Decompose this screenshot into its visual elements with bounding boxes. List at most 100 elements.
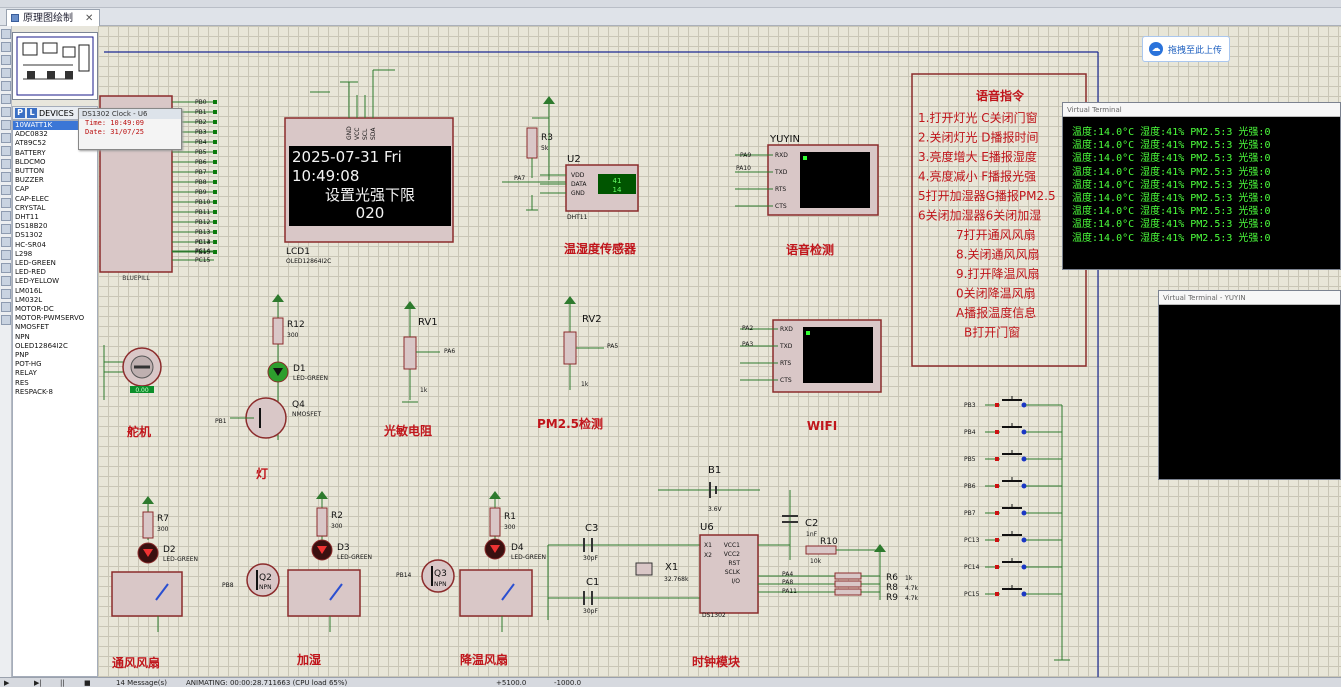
pin-tool-icon[interactable]	[1, 133, 11, 143]
bus-tool-icon[interactable]	[1, 94, 11, 104]
step-icon[interactable]: ▶|	[34, 679, 42, 687]
device-list-item[interactable]: LED-GREEN	[15, 259, 56, 268]
circle-tool-icon[interactable]	[1, 237, 11, 247]
device-list-item[interactable]: NMOSFET	[15, 323, 49, 332]
overview-preview[interactable]	[12, 32, 98, 100]
device-list-item[interactable]: DS18B20	[15, 222, 48, 231]
voice-command-row: A播报温度信息	[956, 305, 1036, 320]
pick-button[interactable]: P	[15, 108, 25, 118]
u6-pin-label: RST	[728, 560, 740, 567]
mcu-pin-label: PB8	[195, 179, 207, 186]
document-tab-row: 原理图绘制 ✕	[0, 8, 1341, 26]
oled-display[interactable]: 2025-07-31 Fri 10:49:08 设置光强下限 020 LCD1 …	[284, 69, 454, 265]
ldr-block[interactable]: RV1 1k PA6 光敏电阻	[383, 301, 455, 438]
terminal-line: 温度:14.0°C 湿度:41% PM2.5:3 光强:0	[1072, 206, 1271, 218]
tape-tool-icon[interactable]	[1, 159, 11, 169]
mcu-pin-label: PB11	[195, 209, 211, 216]
messages-count[interactable]: 14 Message(s)	[116, 679, 167, 687]
oled-line3: 设置光强下限	[325, 186, 415, 204]
device-list-item[interactable]: LED-YELLOW	[15, 277, 60, 286]
mcu-pin-label: PB10	[195, 199, 211, 206]
r3-label: R3	[541, 133, 553, 143]
device-list-item[interactable]: BLDCMO	[15, 157, 46, 166]
stop-icon[interactable]: ■	[84, 679, 91, 687]
instrument-tool-icon[interactable]	[1, 198, 11, 208]
arc-tool-icon[interactable]	[1, 250, 11, 260]
device-list-item[interactable]: ADC0832	[15, 130, 48, 139]
device-list-item[interactable]: PNP	[15, 351, 29, 360]
device-list-item[interactable]: CRYSTAL	[15, 203, 46, 212]
button-pin-label: PC13	[964, 537, 980, 544]
device-list-item[interactable]: NPN	[15, 332, 30, 341]
cool-fan-block[interactable]: R1 300 D4 LED-GREEN Q3 NPN PB14 降温风扇	[396, 491, 546, 667]
device-list-item[interactable]: L298	[15, 249, 33, 258]
upload-drop-button[interactable]: ☁ 拖拽至此上传	[1142, 36, 1230, 62]
vent-fan-block[interactable]: R7 300 D2 LED-GREEN 通风风扇	[111, 496, 198, 670]
device-list-item[interactable]: DS1302	[15, 231, 43, 240]
servo-block[interactable]: 0.00 舵机	[103, 345, 162, 439]
clock-module-block[interactable]: C3 30pF C1 30pF X1 32.768k B1 3.6V U6 DS…	[547, 465, 919, 669]
light-block[interactable]: R12 300 D1 LED-GREEN Q4 NMOSFET PB1 灯	[215, 294, 328, 481]
device-list-item[interactable]: RESPACK-8	[15, 387, 53, 396]
humidify-block[interactable]: R2 300 D3 LED-GREEN Q2 NPN PB8 加湿	[222, 491, 372, 667]
device-list-item[interactable]: 10WATT1K	[13, 121, 97, 131]
terminal-pin-label: RXD	[780, 326, 793, 333]
u6-pin-label: I/O	[731, 578, 740, 585]
pm25-block[interactable]: RV2 1k PA5 PM2.5检测	[537, 296, 618, 431]
device-list-item[interactable]: CAP	[15, 185, 29, 194]
select-tool-icon[interactable]	[1, 29, 11, 39]
pause-icon[interactable]: ||	[60, 679, 65, 687]
device-list-item[interactable]: POT-HG	[15, 360, 42, 369]
device-list-item[interactable]: CAP-ELEC	[15, 194, 49, 203]
device-list-item[interactable]: LM032L	[15, 295, 43, 304]
device-list-item[interactable]: LM016L	[15, 286, 43, 295]
mirror-tool-icon[interactable]	[1, 315, 11, 325]
label-tool-icon[interactable]	[1, 68, 11, 78]
junction-tool-icon[interactable]	[1, 55, 11, 65]
device-list-item[interactable]: MOTOR-DC	[15, 305, 54, 314]
marker-tool-icon[interactable]	[1, 289, 11, 299]
device-list-item[interactable]: BUTTON	[15, 167, 45, 176]
device-list-item[interactable]: MOTOR-PWMSERVO	[15, 314, 85, 323]
box-tool-icon[interactable]	[1, 224, 11, 234]
subcircuit-tool-icon[interactable]	[1, 107, 11, 117]
u6-pin-label: X2	[704, 552, 712, 559]
rv1-label: RV1	[418, 317, 438, 328]
d3-label: D3	[337, 543, 350, 553]
device-list-item[interactable]: RES	[15, 378, 29, 387]
graph-tool-icon[interactable]	[1, 146, 11, 156]
device-list-item[interactable]: OLED12864I2C	[15, 341, 68, 350]
probe-tool-icon[interactable]	[1, 185, 11, 195]
voice-command-row: 8.关闭通风风扇	[956, 247, 1039, 262]
device-list-item[interactable]: BUZZER	[15, 176, 44, 185]
library-button[interactable]: L	[27, 108, 37, 118]
text-tool-icon[interactable]	[1, 81, 11, 91]
generator-tool-icon[interactable]	[1, 172, 11, 182]
device-list-item[interactable]: AT89C52	[15, 139, 47, 148]
servo-title: 舵机	[127, 424, 151, 439]
terminal-tool-icon[interactable]	[1, 120, 11, 130]
device-list-item[interactable]: HC-SR04	[15, 240, 46, 249]
virtual-terminal-window[interactable]: Virtual Terminal 温度:14.0°C 湿度:41% PM2.5:…	[1062, 102, 1341, 270]
device-list-item[interactable]: DHT11	[15, 213, 39, 222]
line-tool-icon[interactable]	[1, 211, 11, 221]
mcu-pin-label: PB7	[195, 169, 207, 176]
ds1302-clock-popup: DS1302 Clock - U6 Time: 10:49:09 Date: 3…	[78, 108, 182, 150]
close-icon[interactable]: ✕	[85, 12, 94, 24]
device-list-item[interactable]: LED-RED	[15, 268, 46, 277]
oled-line2: 10:49:08	[292, 167, 359, 185]
play-icon[interactable]: ▶	[4, 679, 10, 687]
path-tool-icon[interactable]	[1, 263, 11, 273]
tab-schematic[interactable]: 原理图绘制 ✕	[6, 9, 101, 26]
component-tool-icon[interactable]	[1, 42, 11, 52]
virtual-terminal-yuyin-window[interactable]: Virtual Terminal - YUYIN	[1158, 290, 1341, 480]
rotate-tool-icon[interactable]	[1, 302, 11, 312]
device-list-item[interactable]: RELAY	[15, 369, 37, 378]
symbol-tool-icon[interactable]	[1, 276, 11, 286]
device-list-item[interactable]: BATTERY	[15, 148, 46, 157]
